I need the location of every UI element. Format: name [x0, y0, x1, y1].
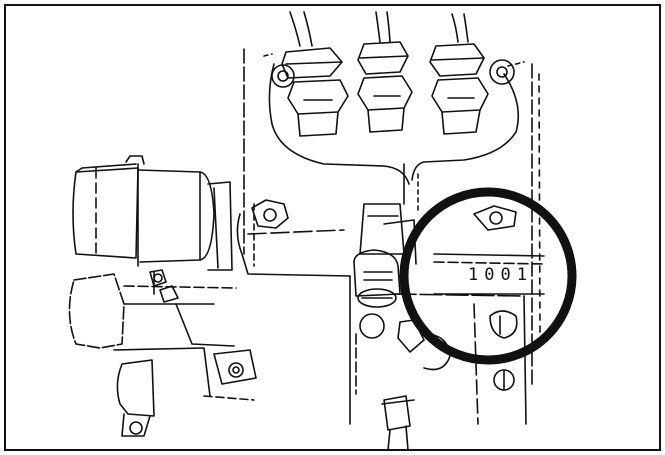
delivery-valve-nut-middle [357, 41, 413, 133]
figure-frame: 1001 [4, 4, 661, 451]
body-bolt [251, 199, 289, 229]
bleeder-screw [353, 203, 405, 308]
delivery-valve-nut-left [281, 47, 349, 137]
highlight-circle [399, 187, 577, 365]
fuel-pipe-bottom [381, 395, 415, 451]
injection-pump-diagram: 1001 [4, 4, 661, 451]
injection-pipes [289, 11, 469, 47]
governor-housing [72, 155, 233, 271]
identification-area [433, 205, 545, 339]
stamp-number: 1001 [468, 265, 533, 285]
pump-head [243, 48, 541, 385]
lower-left-assembly [68, 269, 257, 437]
delivery-valve-nut-right [429, 43, 489, 135]
figure-border [4, 4, 661, 451]
